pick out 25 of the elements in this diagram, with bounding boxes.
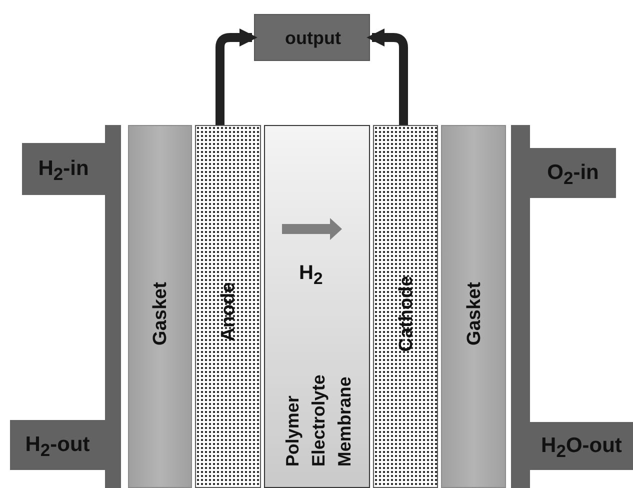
output-label: output	[284, 27, 342, 50]
membrane-label: Polymer Electrolyte Membrane	[280, 374, 356, 467]
anode-layer	[195, 125, 261, 488]
arrow	[216, 28, 258, 125]
port-label: H$_{2}$-in	[37, 156, 90, 186]
output-box	[254, 14, 370, 61]
port-label: H$_{2}$-out	[24, 432, 91, 462]
inlet-port	[22, 143, 105, 195]
gasket-label: Gasket	[149, 281, 172, 348]
port-label: H$_{2}$O-out	[540, 433, 623, 464]
species-label: H$_{2}$	[299, 261, 323, 289]
membrane-layer	[264, 125, 370, 488]
end-plate	[511, 125, 530, 488]
cathode-layer	[373, 125, 438, 488]
arrow	[366, 28, 408, 125]
anode-label: Anode	[217, 281, 240, 344]
cathode-label: Cathode	[394, 274, 418, 354]
gasket-layer	[441, 125, 506, 488]
gasket-layer	[128, 125, 192, 488]
end-plate	[105, 125, 121, 488]
outlet-port	[10, 420, 105, 470]
gasket-label: Gasket	[462, 281, 486, 348]
port-label: O$_{2}$-in	[546, 160, 600, 190]
inlet-port	[530, 148, 616, 198]
outlet-port	[530, 422, 633, 470]
